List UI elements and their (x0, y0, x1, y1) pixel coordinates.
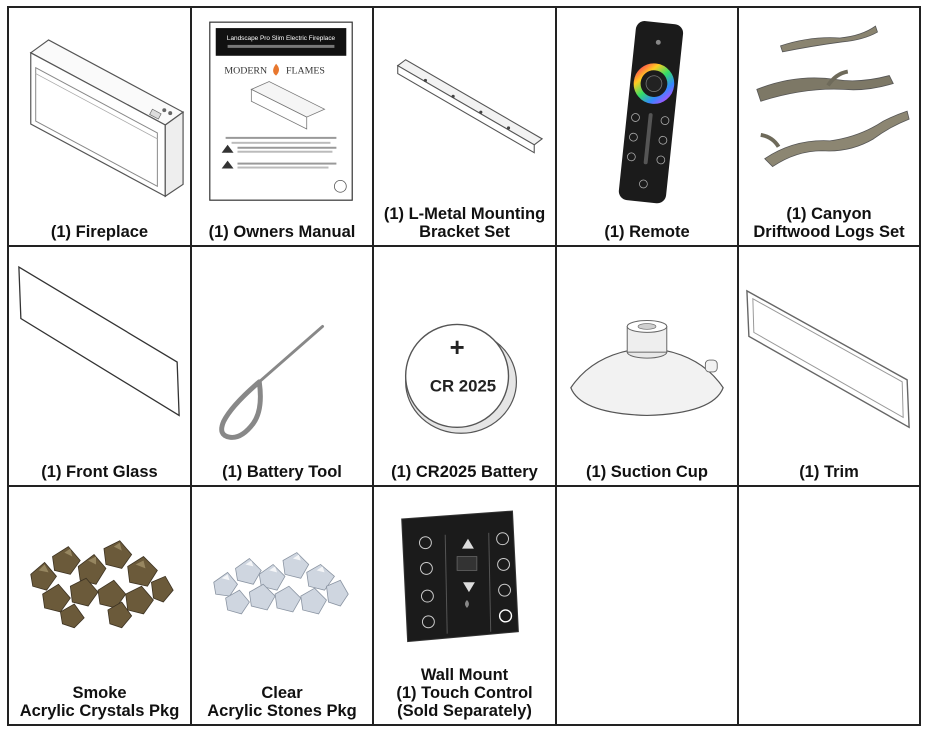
cell-trim: (1) Trim (739, 247, 921, 487)
glass-panel-icon (18, 265, 180, 417)
caption: (1) Battery Tool (192, 463, 372, 481)
caption-line: Smoke (72, 684, 127, 702)
manual-icon: Landscape Pro Slim Electric Fireplace MO… (209, 21, 353, 201)
caption: (1) Owners Manual (192, 223, 372, 241)
caption-line: (1) Canyon (786, 205, 872, 223)
caption: Clear Acrylic Stones Pkg (192, 684, 372, 720)
cell-remote: (1) Remote (557, 8, 739, 247)
battery-plus: + (450, 334, 465, 362)
cell-fireplace: (1) Fireplace (9, 8, 192, 247)
touch-panel-icon (401, 510, 519, 643)
caption-line: Clear (261, 684, 303, 702)
caption-line: Driftwood Logs Set (753, 223, 905, 241)
caption-line: (1) Remote (604, 223, 690, 241)
caption-line: (1) Trim (799, 463, 859, 481)
fireplace-icon (29, 39, 185, 198)
coin-battery-icon: + CR 2025 (404, 323, 518, 434)
caption-line: (1) Owners Manual (208, 223, 356, 241)
caption-line: Acrylic Crystals Pkg (19, 702, 180, 720)
caption: (1) CR2025 Battery (374, 463, 555, 481)
caption-line: Wall Mount (420, 666, 509, 684)
cell-clear-stones: Clear Acrylic Stones Pkg (192, 487, 374, 726)
caption-line: (1) Battery Tool (222, 463, 342, 481)
trim-frame-icon (746, 289, 910, 429)
caption: (1) L-Metal Mounting Bracket Set (374, 205, 555, 241)
manual-brand-right: FLAMES (286, 66, 325, 77)
cell-mounting-bracket: (1) L-Metal Mounting Bracket Set (374, 8, 557, 247)
caption: (1) Fireplace (9, 223, 190, 241)
stones-icon (213, 552, 349, 615)
cell-cr2025-battery: + CR 2025 (1) CR2025 Battery (374, 247, 557, 487)
cell-smoke-crystals: Smoke Acrylic Crystals Pkg (9, 487, 192, 726)
caption-line: (1) L-Metal Mounting (383, 205, 546, 223)
caption: (1) Canyon Driftwood Logs Set (739, 205, 919, 241)
caption-line: (1) Fireplace (50, 223, 149, 241)
caption-line: Bracket Set (419, 223, 510, 241)
caption-line: (1) Suction Cup (586, 463, 708, 481)
cell-owners-manual: Landscape Pro Slim Electric Fireplace MO… (192, 8, 374, 247)
battery-label: CR 2025 (430, 377, 496, 396)
caption: (1) Remote (557, 223, 737, 241)
caption-line: Acrylic Stones Pkg (207, 702, 357, 720)
caption: (1) Suction Cup (557, 463, 737, 481)
driftwood-icon (756, 25, 910, 168)
bracket-icon (396, 59, 544, 154)
caption: Smoke Acrylic Crystals Pkg (9, 684, 190, 720)
cell-empty-2 (739, 487, 921, 726)
cell-front-glass: (1) Front Glass (9, 247, 192, 487)
cell-touch-control: Wall Mount (1) Touch Control (Sold Separ… (374, 487, 557, 726)
caption-line: (1) Touch Control (396, 684, 533, 702)
remote-icon (618, 21, 684, 204)
suction-cup-icon (570, 320, 724, 417)
cell-driftwood-logs: (1) Canyon Driftwood Logs Set (739, 8, 921, 247)
manual-header-title: Landscape Pro Slim Electric Fireplace (227, 35, 336, 42)
crystals-icon (30, 540, 174, 629)
cell-battery-tool: (1) Battery Tool (192, 247, 374, 487)
caption: Wall Mount (1) Touch Control (Sold Separ… (374, 666, 555, 720)
contents-grid: (1) Fireplace Landscape Pro Slim Electri… (7, 6, 921, 726)
flame-icon (273, 63, 280, 76)
caption-line: (1) Front Glass (41, 463, 158, 481)
caption: (1) Trim (739, 463, 919, 481)
cell-empty-1 (557, 487, 739, 726)
caption-line: (Sold Separately) (397, 702, 532, 720)
caption: (1) Front Glass (9, 463, 190, 481)
manual-brand-left: MODERN (224, 66, 267, 77)
cell-suction-cup: (1) Suction Cup (557, 247, 739, 487)
battery-tool-icon (219, 324, 325, 440)
caption-line: (1) CR2025 Battery (391, 463, 538, 481)
